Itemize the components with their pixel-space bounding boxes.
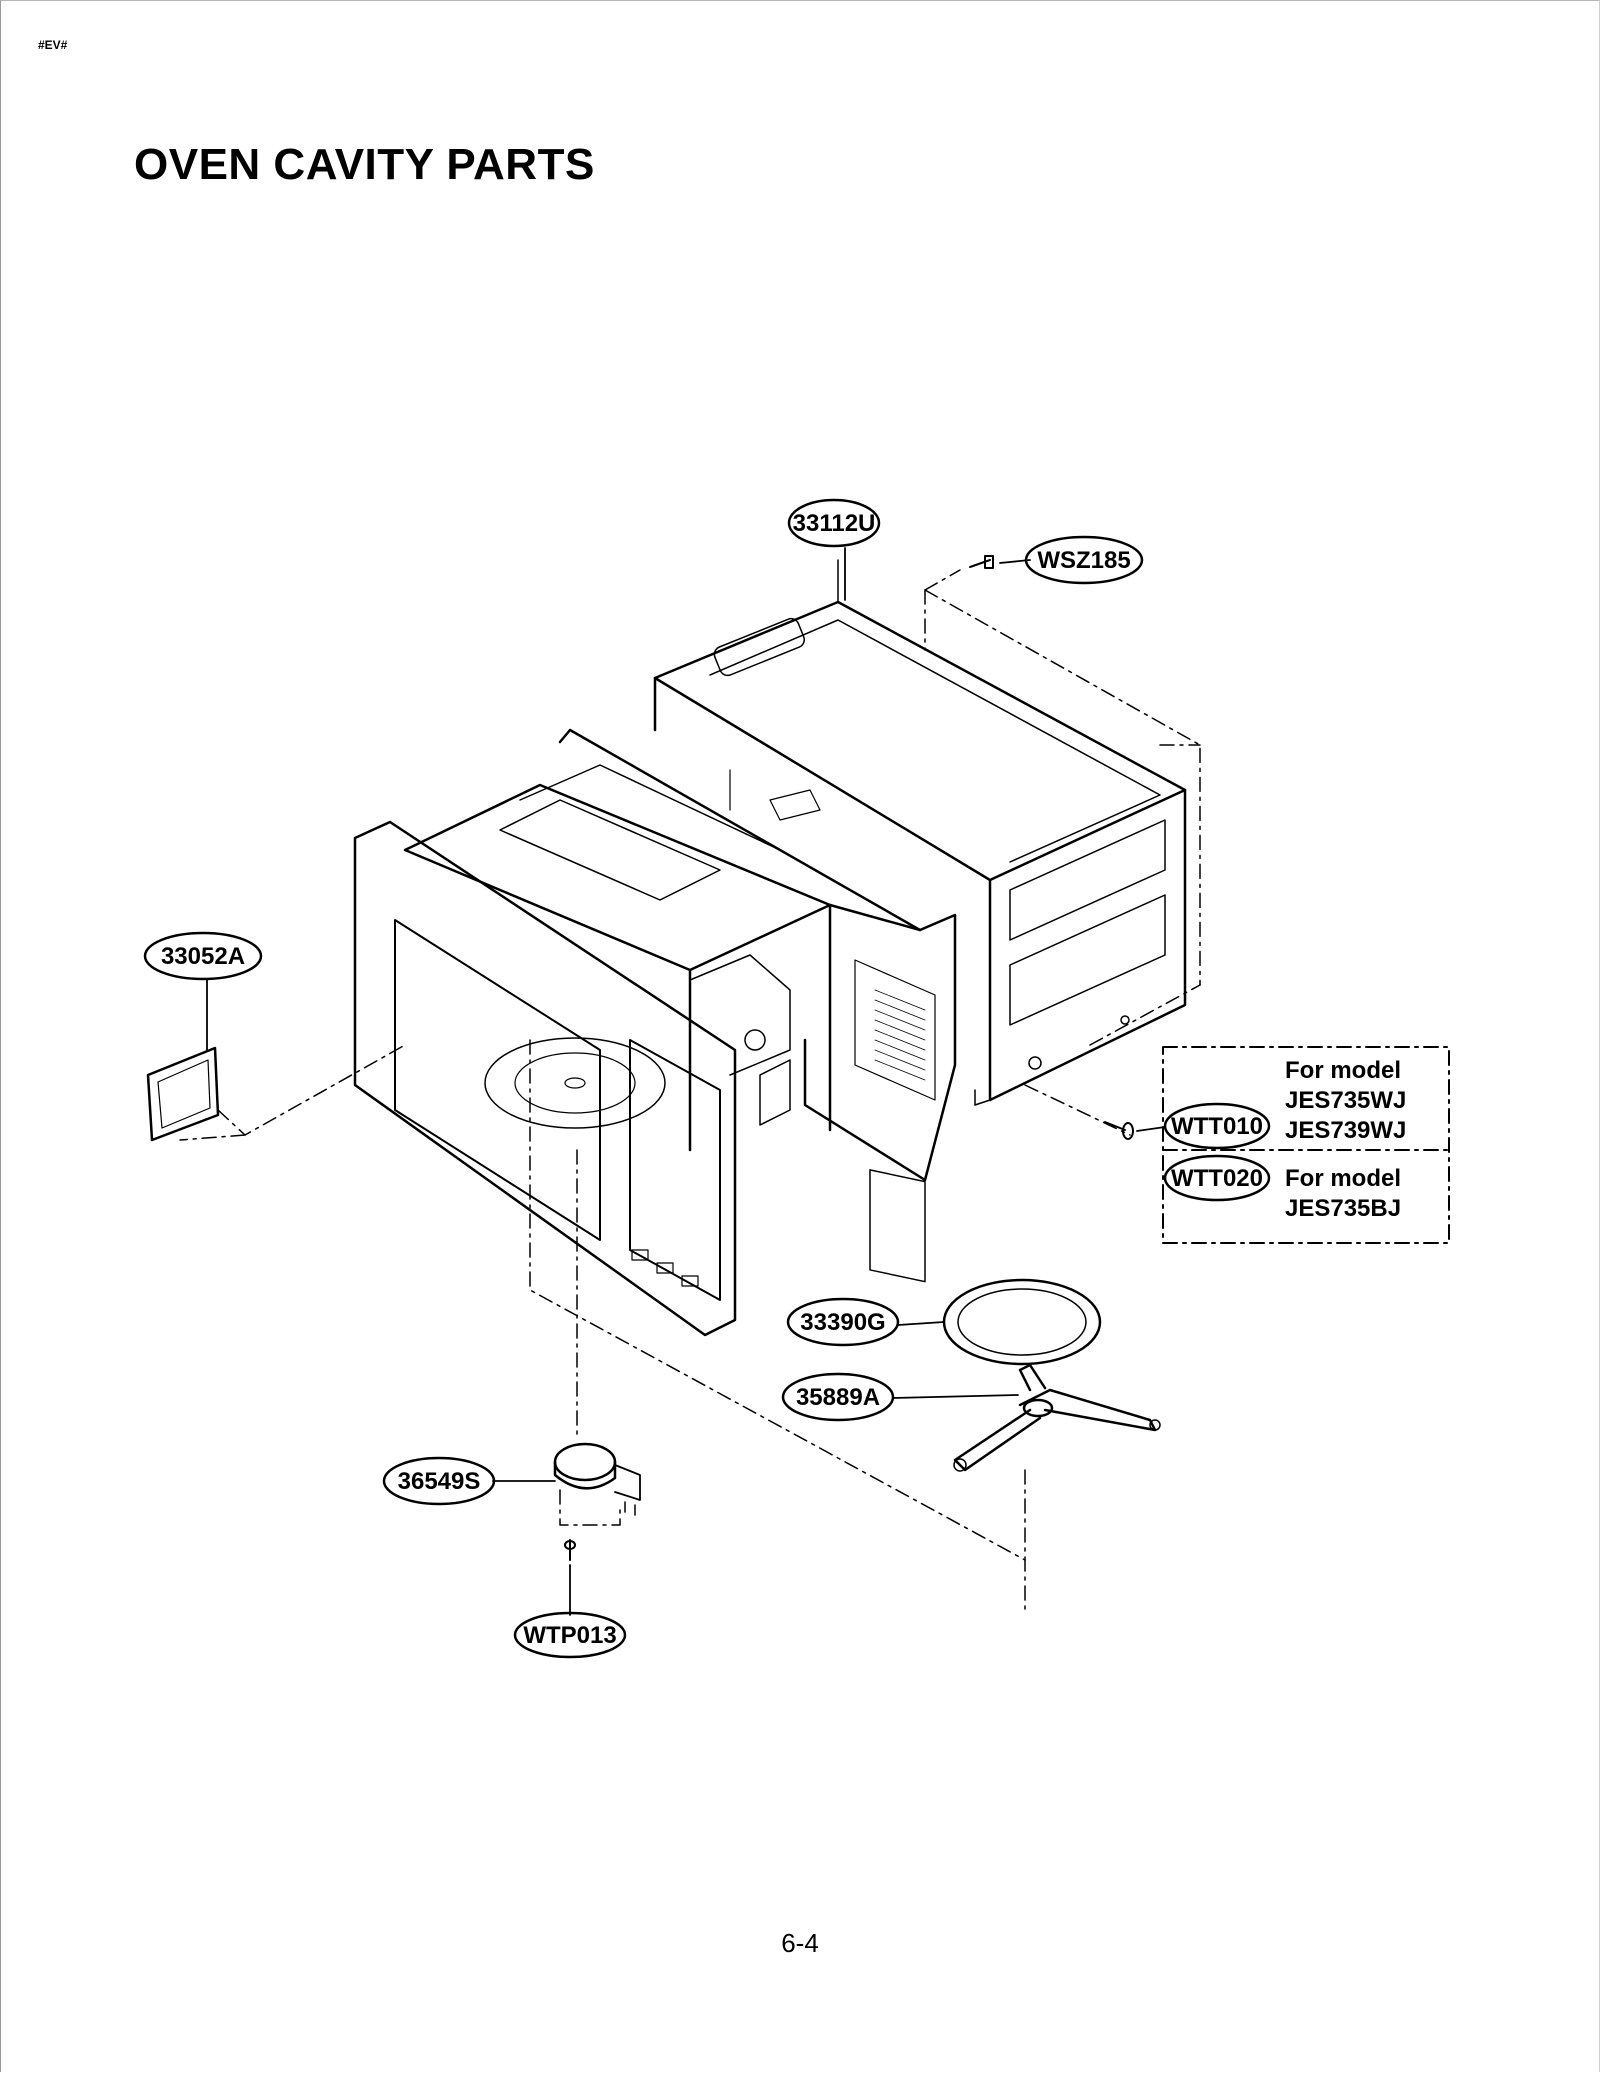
turntable-tray	[942, 1278, 1102, 1366]
callout-33112U: 33112U	[793, 510, 876, 537]
callout-33052A: 33052A	[161, 943, 245, 970]
model-note-2-line1: For model	[1285, 1165, 1401, 1192]
callout-WSZ185: WSZ185	[1037, 547, 1130, 574]
callout-35889A: 35889A	[796, 1384, 880, 1411]
page-number: 6-4	[781, 1928, 819, 1958]
callout-WTP013: WTP013	[523, 1622, 616, 1649]
assembly-lines	[179, 1039, 1131, 1616]
model-note-boxes	[1162, 1046, 1450, 1244]
cabinet-outline-dashed	[924, 569, 1201, 1046]
roller-guide	[953, 1363, 1161, 1472]
model-note-1-line2: JES735WJ	[1285, 1087, 1406, 1114]
model-note-1-line3: JES739WJ	[1285, 1117, 1406, 1144]
callout-ovals	[143, 498, 1271, 1659]
turntable-motor	[553, 1442, 641, 1516]
callout-36549S: 36549S	[398, 1468, 481, 1495]
outer-cabinet	[653, 559, 1187, 1106]
cover-part	[146, 1046, 220, 1142]
callout-33390G: 33390G	[800, 1309, 885, 1336]
model-note-1-line1: For model	[1285, 1057, 1401, 1084]
screw-wtp013	[564, 1539, 576, 1561]
model-note-2-line2: JES735BJ	[1285, 1195, 1401, 1222]
callout-WTT010: WTT010	[1171, 1113, 1263, 1140]
grille-dots	[874, 989, 926, 1081]
screw-wsz185	[969, 555, 994, 569]
page-title: OVEN CAVITY PARTS	[134, 140, 595, 189]
inner-cavity	[353, 728, 957, 1337]
callout-WTT020: WTT020	[1171, 1165, 1263, 1192]
document-tag: #EV#	[38, 38, 68, 52]
callout-leaders	[206, 547, 1166, 1616]
